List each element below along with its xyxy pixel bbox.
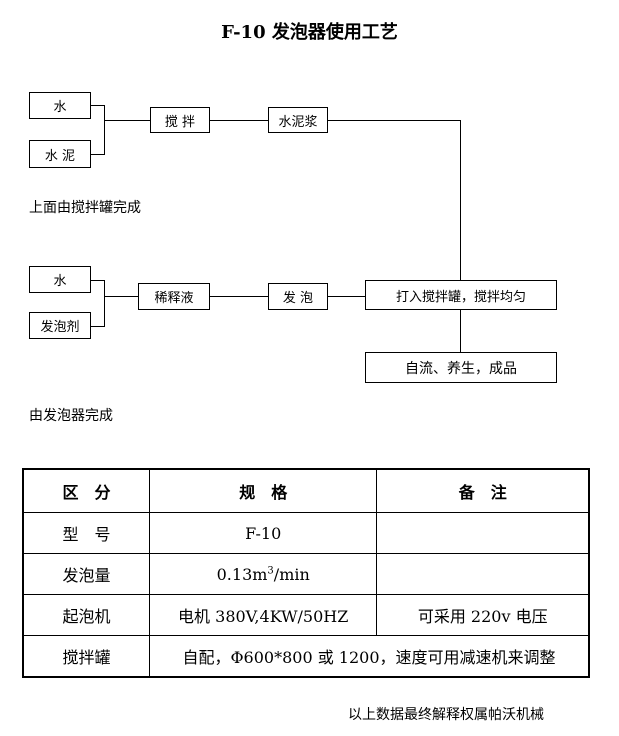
spec-table: 区 分 规 格 备 注 型 号 F-10 发泡量 0.13m3/min 起泡机 … [22, 468, 590, 678]
row-label: 起泡机 [22, 594, 150, 636]
connector [104, 296, 138, 297]
spec-value: 0.13m [216, 564, 268, 584]
row-remark: 可采用 220v 电压 [376, 594, 590, 636]
table-header-row: 区 分 规 格 备 注 [22, 468, 590, 513]
row-label: 型 号 [22, 512, 150, 554]
connector [460, 310, 461, 352]
box-cure: 自流、养生，成品 [365, 352, 557, 383]
header-remark: 备 注 [376, 468, 590, 513]
row-spec: 0.13m3/min [148, 553, 378, 595]
row-spec: F-10 [148, 512, 378, 554]
row-remark [376, 512, 590, 554]
box-foaming-agent: 发泡剂 [29, 312, 91, 339]
table-row: 搅拌罐 自配，Φ600*800 或 1200，速度可用减速机来调整 [22, 635, 590, 678]
table-row: 型 号 F-10 [22, 512, 590, 554]
note-top: 上面由搅拌罐完成 [29, 200, 141, 216]
row-label: 搅拌罐 [22, 635, 150, 678]
page-title: F-10 发泡器使用工艺 [221, 22, 398, 43]
connector [104, 105, 105, 155]
box-cement: 水 泥 [29, 140, 91, 168]
box-stir: 搅 拌 [150, 107, 210, 133]
box-slurry: 水泥浆 [268, 107, 328, 133]
row-spec: 电机 380V,4KW/50HZ [148, 594, 378, 636]
connector [90, 105, 104, 106]
box-water: 水 [29, 92, 91, 119]
box-mix: 打入搅拌罐，搅拌均匀 [365, 280, 557, 310]
table-row: 发泡量 0.13m3/min [22, 553, 590, 595]
connector [90, 280, 104, 281]
connector [90, 326, 104, 327]
box-diluent: 稀释液 [138, 283, 210, 310]
connector [104, 280, 105, 327]
connector [210, 120, 268, 121]
box-water-2: 水 [29, 266, 91, 293]
row-remark [376, 553, 590, 595]
row-label: 发泡量 [22, 553, 150, 595]
spec-superscript: 3 [267, 565, 274, 577]
connector [90, 154, 104, 155]
connector [460, 120, 461, 280]
header-category: 区 分 [22, 468, 150, 513]
spec-unit: /min [273, 564, 310, 584]
connector [328, 296, 365, 297]
connector [104, 120, 150, 121]
row-spec-wide: 自配，Φ600*800 或 1200，速度可用减速机来调整 [148, 635, 590, 678]
note-bottom: 由发泡器完成 [29, 408, 113, 424]
connector [328, 120, 461, 121]
box-foam: 发 泡 [268, 283, 328, 310]
table-row: 起泡机 电机 380V,4KW/50HZ 可采用 220v 电压 [22, 594, 590, 636]
header-spec: 规 格 [148, 468, 378, 513]
connector [210, 296, 268, 297]
footer-note: 以上数据最终解释权属帕沃机械 [348, 707, 544, 723]
